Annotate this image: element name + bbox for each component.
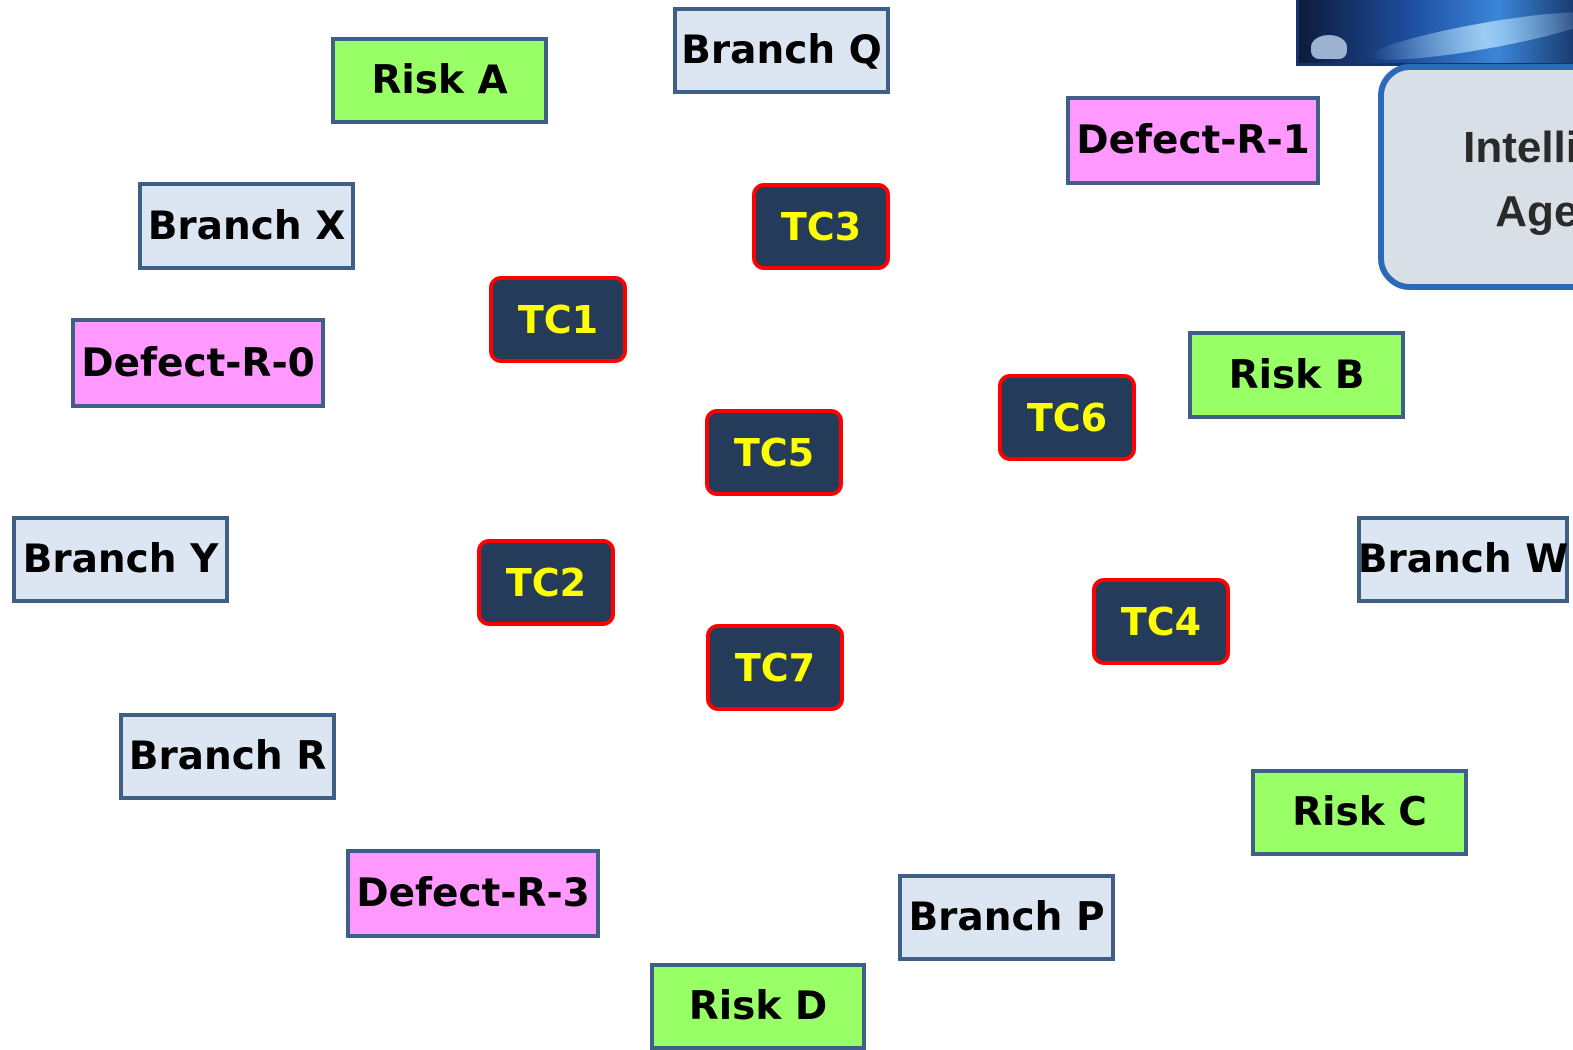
risk-d-node: Risk D	[650, 963, 866, 1050]
intelligent-agent-box: Intellig Ager	[1378, 64, 1573, 290]
risk-c-node: Risk C	[1251, 769, 1468, 856]
tc6-node: TC6	[998, 374, 1136, 461]
image-light-streak	[1368, 3, 1573, 63]
defect-r-3-node: Defect-R-3	[346, 849, 600, 938]
image-shape	[1311, 35, 1347, 59]
agent-box-label: Intellig Ager	[1463, 123, 1573, 236]
agent-header-image	[1296, 0, 1573, 66]
branch-p-node: Branch P	[898, 874, 1115, 961]
branch-q-node: Branch Q	[673, 7, 890, 94]
defect-r-0-node: Defect-R-0	[71, 318, 325, 408]
branch-r-node: Branch R	[119, 713, 336, 800]
tc1-node: TC1	[489, 276, 627, 363]
tc7-node: TC7	[706, 624, 844, 711]
tc5-node: TC5	[705, 409, 843, 496]
tc2-node: TC2	[477, 539, 615, 626]
branch-x-node: Branch X	[138, 182, 355, 270]
branch-y-node: Branch Y	[12, 516, 229, 603]
risk-b-node: Risk B	[1188, 331, 1405, 419]
defect-r-1-node: Defect-R-1	[1066, 96, 1320, 185]
tc4-node: TC4	[1092, 578, 1230, 665]
risk-a-node: Risk A	[331, 37, 548, 124]
tc3-node: TC3	[752, 183, 890, 270]
branch-w-node: Branch W	[1357, 516, 1569, 603]
